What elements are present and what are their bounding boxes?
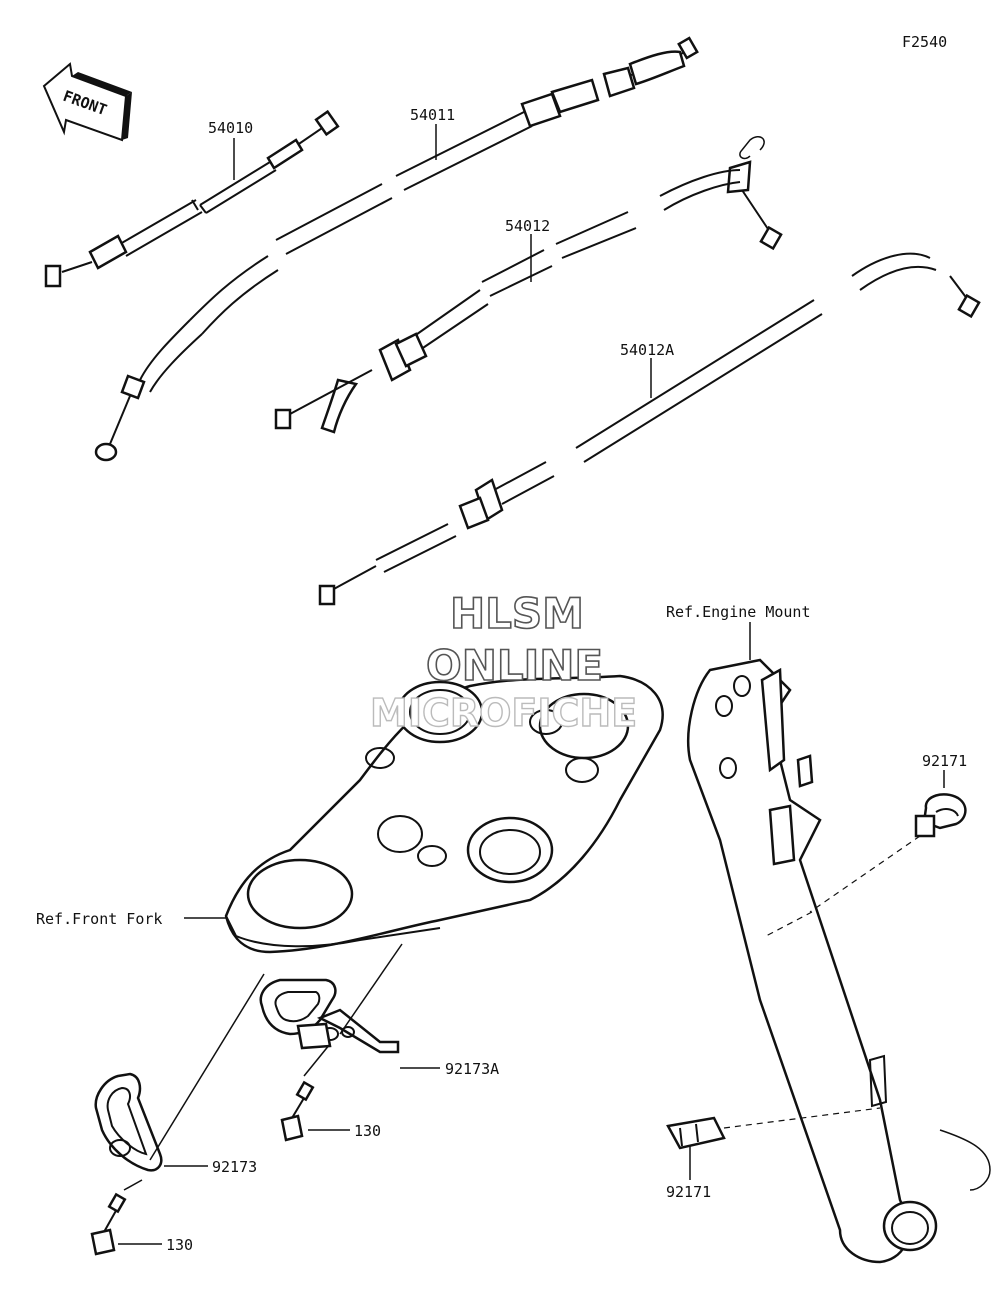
bolt-130-upper	[280, 1080, 315, 1142]
label-92173a: 92173A	[445, 1060, 499, 1078]
label-92171-bottom: 92171	[666, 1183, 711, 1201]
label-92171-top: 92171	[922, 752, 967, 770]
leader-92173-to-bracket	[149, 973, 265, 1161]
cable-54010	[44, 109, 340, 288]
label-54010: 54010	[208, 119, 253, 137]
cable-54012	[274, 136, 783, 434]
label-130-upper: 130	[354, 1122, 381, 1140]
label-54011: 54011	[410, 106, 455, 124]
engine-mount	[686, 658, 991, 1264]
diagram-code: F2540	[902, 33, 947, 51]
watermark-line2: ONLINE	[426, 641, 603, 690]
label-ref-front-fork: Ref.Front Fork	[36, 910, 162, 928]
label-54012a: 54012A	[620, 341, 674, 359]
dashed-92171-top-b	[765, 911, 813, 937]
clamp-92171-bottom	[666, 1116, 726, 1150]
dashed-92171-top	[809, 835, 921, 913]
clamp-92171-top	[914, 793, 967, 838]
front-arrow-icon: FRONT	[42, 62, 132, 142]
label-92173: 92173	[212, 1158, 257, 1176]
label-54012: 54012	[505, 217, 550, 235]
front-fork-bracket	[224, 674, 664, 954]
leader-130-upper-to-ring	[303, 1043, 331, 1077]
ring-92173	[94, 1072, 163, 1172]
leader-130-lower-to-ring	[123, 1179, 143, 1191]
dashed-92171-bottom	[723, 1107, 881, 1129]
watermark-line3: MICROFICHE	[370, 691, 637, 735]
bolt-130-lower	[90, 1192, 127, 1256]
leader-92173a-to-bracket	[339, 943, 403, 1035]
label-130-lower: 130	[166, 1236, 193, 1254]
ring-92173a	[259, 978, 400, 1054]
cable-54012a	[318, 252, 981, 606]
watermark-line1: HLSM	[450, 589, 584, 638]
label-ref-engine-mount: Ref.Engine Mount	[666, 603, 811, 621]
cable-54011	[94, 36, 699, 462]
